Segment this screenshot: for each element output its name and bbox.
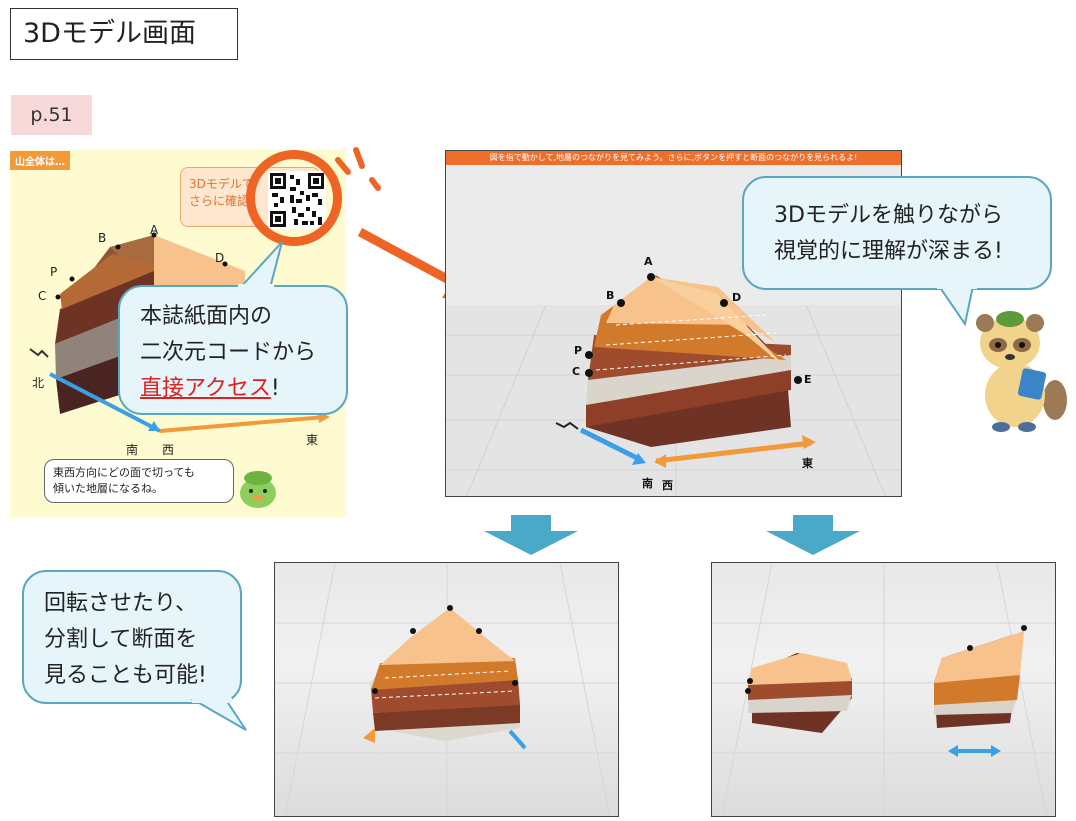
label-d: D bbox=[732, 291, 742, 304]
qr-highlight-ring bbox=[246, 150, 342, 246]
access-bubble-tail bbox=[237, 241, 283, 290]
touch-bubble-tail bbox=[937, 284, 977, 327]
rotate-line1: 回転させたり、 bbox=[44, 591, 198, 616]
split-view-screen[interactable] bbox=[711, 562, 1056, 817]
touch-speech-bubble: 3Dモデルを触りながら 視覚的に理解が深まる! bbox=[742, 176, 1052, 290]
qr-callout-line1: 3Dモデルで bbox=[189, 177, 254, 191]
label-e: E bbox=[804, 373, 812, 386]
access-line1: 本誌紙面内の bbox=[140, 304, 273, 329]
book-dir-east: 東 bbox=[306, 433, 319, 447]
split-strata-model[interactable] bbox=[712, 563, 1056, 817]
screen-instruction-bar: 図を指で動かして,地層のつながりを見てみよう。さらに,ボタンを押すと断面のつなが… bbox=[446, 151, 901, 165]
page-title: 3Dモデル画面 bbox=[10, 8, 238, 60]
rotate-line2: 分割して断面を bbox=[44, 627, 198, 652]
rotated-strata-model[interactable] bbox=[275, 563, 619, 817]
tanuki-mascot-icon bbox=[976, 311, 1067, 432]
kappa-character-icon bbox=[240, 471, 276, 508]
rotated-view-screen[interactable] bbox=[274, 562, 619, 817]
book-dir-west: 西 bbox=[162, 443, 175, 457]
book-label-p: P bbox=[50, 265, 58, 279]
down-arrow-right-icon bbox=[766, 515, 860, 555]
main-dir-south: 南 bbox=[642, 477, 653, 490]
touch-line2: 視覚的に理解が深まる! bbox=[774, 239, 1003, 264]
access-speech-bubble: 本誌紙面内の 二次元コードから 直接アクセス! bbox=[118, 285, 348, 415]
touch-line1: 3Dモデルを触りながら bbox=[774, 203, 1003, 228]
book-bubble-line2: 傾いた地層になるね。 bbox=[53, 482, 163, 495]
rotate-speech-bubble: 回転させたり、 分割して断面を 見ることも可能! bbox=[22, 570, 242, 704]
direct-access-highlight: 直接アクセス bbox=[140, 376, 271, 401]
label-a: A bbox=[644, 255, 653, 268]
book-label-c: C bbox=[38, 289, 47, 303]
main-dir-west: 西 bbox=[662, 479, 673, 492]
label-b: B bbox=[606, 289, 615, 302]
page-reference-tag: p.51 bbox=[11, 95, 92, 135]
access-line2: 二次元コードから bbox=[140, 340, 317, 365]
label-c: C bbox=[572, 365, 581, 378]
book-dir-north: 北 bbox=[32, 376, 45, 390]
down-arrow-left-icon bbox=[484, 515, 578, 555]
main-dir-east: 東 bbox=[802, 457, 813, 470]
rotate-bubble-tail bbox=[190, 698, 247, 731]
access-line3: 直接アクセス! bbox=[140, 371, 346, 407]
book-bubble-line1: 東西方向にどの面で切っても bbox=[53, 466, 195, 479]
label-p: P bbox=[574, 344, 583, 357]
book-label-b: B bbox=[98, 231, 107, 245]
book-speech-bubble: 東西方向にどの面で切っても 傾いた地層になるね。 bbox=[44, 459, 234, 503]
section-tag: 山全体は… bbox=[10, 151, 70, 170]
qr-callout-line2: さらに確認 bbox=[189, 194, 250, 208]
access-line3-end: ! bbox=[270, 376, 280, 401]
book-dir-south: 南 bbox=[126, 443, 139, 457]
rotate-line3: 見ることも可能! bbox=[44, 663, 207, 688]
book-label-d: D bbox=[215, 251, 225, 265]
book-label-a: A bbox=[150, 223, 159, 237]
